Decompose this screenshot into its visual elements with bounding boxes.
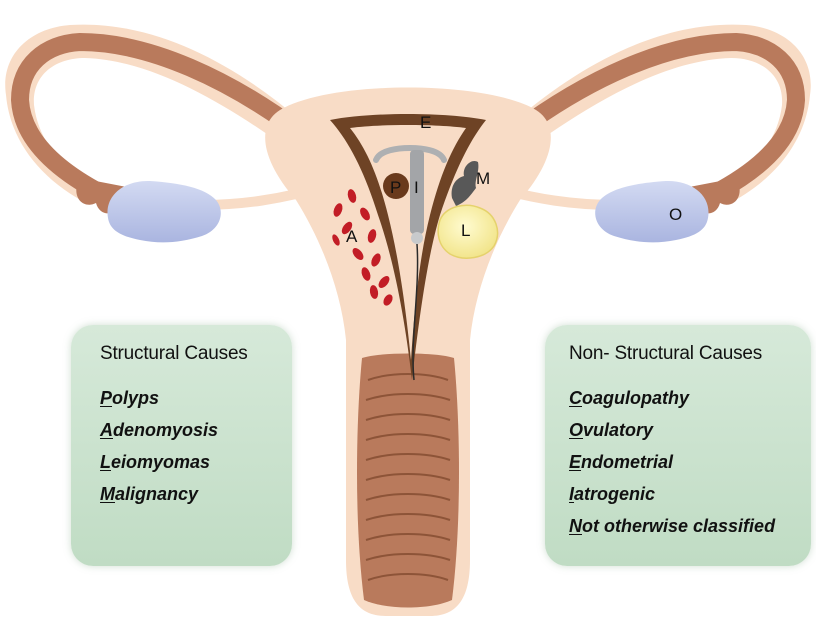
label-ovary: O [669, 205, 682, 224]
label-adenomyosis: A [346, 227, 358, 246]
label-leiomyoma: L [461, 221, 470, 240]
non-structural-causes-panel: Non- Structural Causes Coagulopathy Ovul… [545, 325, 811, 566]
left-ovary [107, 181, 220, 242]
list-item: Coagulopathy [569, 387, 775, 419]
structural-causes-panel: Structural Causes Polyps Adenomyosis Lei… [71, 325, 292, 566]
list-item: Ovulatory [569, 419, 775, 451]
list-item: Polyps [100, 387, 218, 419]
structural-causes-title: Structural Causes [100, 343, 248, 365]
list-item: Malignancy [100, 483, 218, 515]
label-polyp: P [390, 178, 401, 197]
list-item: Iatrogenic [569, 483, 775, 515]
list-item: Not otherwise classified [569, 515, 775, 547]
vaginal-canal [357, 354, 459, 608]
list-item: Adenomyosis [100, 419, 218, 451]
list-item: Endometrial [569, 451, 775, 483]
label-iud: I [414, 178, 419, 197]
non-structural-causes-list: Coagulopathy Ovulatory Endometrial Iatro… [569, 387, 775, 547]
right-ovary [595, 181, 708, 242]
label-malignancy: M [476, 169, 490, 188]
label-endometrium: E [420, 113, 431, 132]
non-structural-causes-title: Non- Structural Causes [569, 343, 762, 365]
list-item: Leiomyomas [100, 451, 218, 483]
structural-causes-list: Polyps Adenomyosis Leiomyomas Malignancy [100, 387, 218, 515]
